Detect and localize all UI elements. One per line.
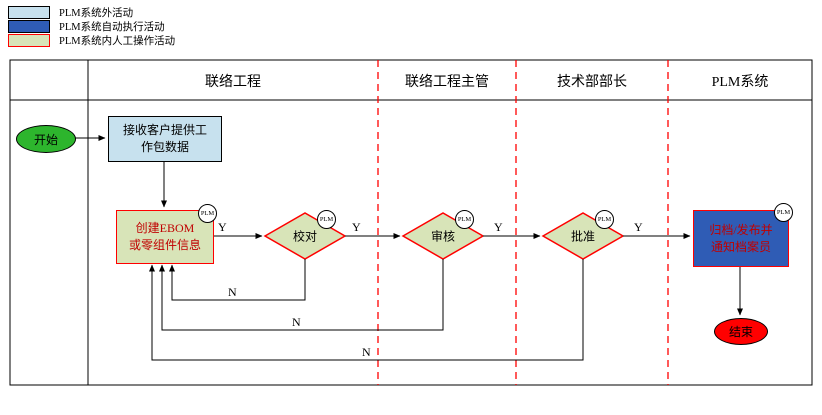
review-diamond-label: 审核 bbox=[430, 229, 456, 244]
plm-badge-archive: PLM bbox=[774, 203, 793, 222]
receive-node-line2: 作包数据 bbox=[140, 140, 189, 154]
no-label-approve: N bbox=[362, 345, 371, 359]
lane-title-plm-system: PLM系统 bbox=[711, 75, 769, 90]
approve-diamond-label: 批准 bbox=[570, 229, 596, 244]
plm-badge-approve: PLM bbox=[595, 210, 614, 229]
no-label-review: N bbox=[292, 315, 301, 329]
create-node-line2: 或零组件信息 bbox=[128, 238, 201, 252]
plm-badge-check: PLM bbox=[317, 210, 336, 229]
legend-item-auto: PLM系统自动执行活动 bbox=[8, 19, 165, 33]
manual-activity-swatch bbox=[8, 33, 50, 47]
yes-label-review: Y bbox=[352, 220, 361, 234]
legend-item-label: PLM系统内人工操作活动 bbox=[59, 35, 176, 47]
plm-badge-create: PLM bbox=[198, 204, 217, 223]
yes-label-check: Y bbox=[218, 220, 227, 234]
legend-item-label: PLM系统自动执行活动 bbox=[59, 21, 165, 33]
create-ebom-node: 创建EBOM 或零组件信息 bbox=[116, 210, 214, 264]
external-activity-swatch bbox=[8, 5, 50, 19]
plm-badge-review: PLM bbox=[455, 210, 474, 229]
approve-no-return-path bbox=[149, 259, 584, 361]
lane-title-liaison-supervisor: 联络工程主管 bbox=[405, 75, 489, 90]
flow-arrows bbox=[74, 135, 743, 361]
auto-activity-swatch bbox=[8, 19, 50, 33]
end-node: 结束 bbox=[714, 318, 768, 345]
check-diamond-label: 校对 bbox=[292, 229, 318, 244]
archive-publish-node: 归档/发布并 通知档案员 bbox=[693, 210, 789, 267]
no-label-check: N bbox=[228, 285, 237, 299]
archive-node-line1: 归档/发布并 bbox=[709, 222, 773, 237]
check-no-return-path bbox=[169, 259, 306, 301]
archive-node-line2: 通知档案员 bbox=[710, 239, 771, 254]
legend-item-label: PLM系统外活动 bbox=[59, 7, 134, 19]
legend-item-external: PLM系统外活动 bbox=[8, 5, 133, 19]
yes-label-approve: Y bbox=[494, 220, 503, 234]
start-node: 开始 bbox=[16, 125, 76, 153]
yes-label-archive: Y bbox=[634, 220, 643, 234]
receive-node-line1: 接收客户提供工 bbox=[122, 123, 207, 138]
lane-title-liaison-engineering: 联络工程 bbox=[205, 75, 261, 90]
create-node-line1: 创建EBOM bbox=[135, 221, 195, 236]
receive-work-package-node: 接收客户提供工 作包数据 bbox=[108, 116, 222, 162]
lane-title-tech-dept-head: 技术部部长 bbox=[557, 75, 627, 90]
diagram-border bbox=[9, 59, 813, 386]
review-no-return-path bbox=[159, 259, 444, 331]
legend-item-manual: PLM系统内人工操作活动 bbox=[8, 33, 175, 47]
